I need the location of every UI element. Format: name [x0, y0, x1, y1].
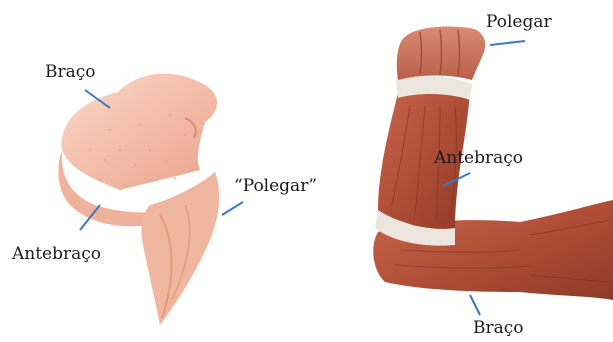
- label-left-polegar: “Polegar”: [234, 178, 317, 195]
- label-left-antebraco: Antebraço: [12, 246, 101, 263]
- label-right-braco: Braço: [473, 320, 524, 337]
- wing-tip-section: [141, 172, 219, 325]
- leader-right-braco: [470, 295, 480, 315]
- label-left-braco: Braço: [45, 64, 96, 81]
- label-right-antebraco: Antebraço: [434, 150, 523, 167]
- label-right-polegar: Polegar: [486, 14, 552, 31]
- leader-right-polegar: [490, 41, 525, 45]
- leader-left-polegar: [222, 202, 243, 215]
- chicken-wing-image: [58, 74, 219, 325]
